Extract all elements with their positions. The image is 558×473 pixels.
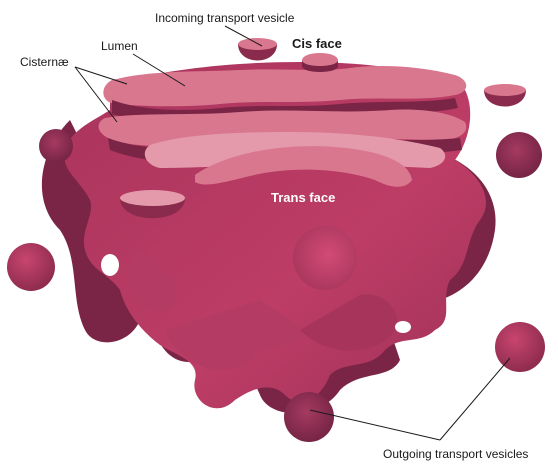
central-bulge bbox=[293, 226, 357, 290]
label-cis-face: Cis face bbox=[292, 36, 342, 51]
right-half-vesicle bbox=[484, 84, 526, 107]
outgoing-vesicle-bottom bbox=[284, 392, 334, 442]
incoming-vesicle bbox=[238, 38, 277, 61]
golgi-fenestrations bbox=[101, 254, 411, 333]
cis-face-knob bbox=[302, 53, 338, 72]
label-cisternae: Cisternæ bbox=[20, 55, 69, 69]
vesicle-right-top bbox=[496, 132, 542, 178]
label-incoming-vesicle: Incoming transport vesicle bbox=[155, 11, 295, 25]
label-trans-face: Trans face bbox=[271, 190, 335, 205]
leader-lines bbox=[74, 25, 511, 441]
vesicle-left-small bbox=[39, 129, 73, 163]
cisterna-top bbox=[103, 66, 467, 107]
vesicle-left bbox=[7, 243, 55, 291]
cisternae-stack bbox=[98, 66, 467, 187]
label-outgoing-vesicles: Outgoing transport vesicles bbox=[383, 447, 528, 461]
label-lumen: Lumen bbox=[101, 39, 138, 53]
cut-vesicle-left bbox=[120, 190, 185, 219]
golgi-lower-lobes bbox=[127, 250, 398, 370]
outgoing-vesicle-right bbox=[495, 322, 545, 372]
cisterna-fourth bbox=[195, 146, 412, 187]
